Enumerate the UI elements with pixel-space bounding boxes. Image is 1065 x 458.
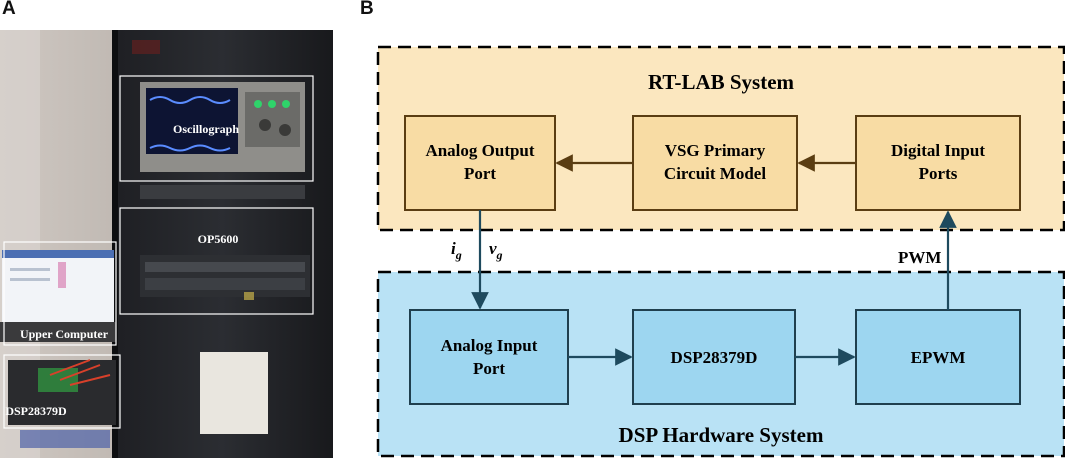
upper-computer-laptop: [0, 250, 116, 342]
analog-input-port-line1: Analog Input: [441, 336, 538, 355]
label-upper-computer: Upper Computer: [20, 327, 109, 341]
analog-output-port-line1: Analog Output: [425, 141, 534, 160]
oscilloscope-device: [140, 82, 305, 172]
dsp28379d-label: DSP28379D: [671, 348, 758, 367]
label-oscillograph: Oscillograph: [173, 122, 239, 136]
analog-output-port-box: [404, 115, 556, 211]
digital-input-ports-line1: Digital Input: [891, 141, 985, 160]
digital-input-ports-box: [855, 115, 1021, 211]
label-dsp: DSP28379D: [5, 404, 67, 418]
analog-input-port-box: [409, 309, 569, 405]
frame-oscillograph: [119, 75, 314, 182]
vsg-model-box: [632, 115, 798, 211]
signal-pwm: PWM: [898, 248, 941, 267]
analog-input-port-line2: Port: [473, 359, 505, 378]
frame-dsp: [3, 354, 121, 429]
analog-output-port-line2: Port: [464, 164, 496, 183]
frame-upper-computer: [3, 241, 117, 346]
vsg-model-line2: Circuit Model: [664, 164, 766, 183]
panel-letter-a: A: [2, 0, 16, 19]
epwm-label: EPWM: [911, 348, 966, 367]
system-block-diagram: RT-LAB System DSP Hardware System Analog…: [370, 30, 1065, 458]
panel-letter-b: B: [360, 0, 374, 19]
experimental-setup-photo: Oscillograph OP5600 Upper Computer DSP28…: [0, 30, 333, 458]
dsp-system-title: DSP Hardware System: [619, 423, 824, 447]
epwm-box: [855, 309, 1021, 405]
frame-op5600: [119, 207, 314, 315]
signal-vg: vg: [489, 239, 503, 262]
paper-note: [200, 352, 268, 434]
vsg-model-line1: VSG Primary: [665, 141, 766, 160]
rtlab-system-title: RT-LAB System: [648, 70, 795, 94]
dsp-board: [8, 359, 116, 448]
signal-ig: ig: [451, 239, 462, 262]
op5600-device: [140, 255, 310, 300]
digital-input-ports-line2: Ports: [919, 164, 958, 183]
dsp28379d-box: [632, 309, 796, 405]
label-op5600: OP5600: [198, 232, 239, 246]
